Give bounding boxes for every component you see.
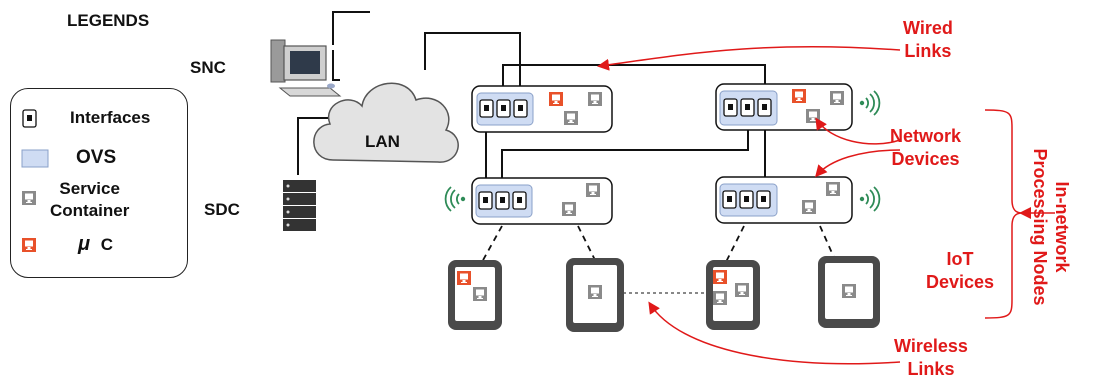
annotation-arrows [597, 45, 1055, 365]
network-device-bottom-left [444, 177, 613, 225]
legend-ovs-label: OVS [76, 147, 117, 168]
wireless-links [481, 225, 837, 263]
network-device-bottom-right [715, 176, 881, 224]
legend-mu-symbol: μ [78, 233, 91, 255]
legend-microcontroller-label: μ C [78, 233, 113, 256]
legend-box [10, 88, 188, 278]
in-network-annotation: In-network Processing Nodes [1030, 148, 1072, 306]
wireless-links-annotation: Wireless Links [894, 336, 968, 379]
wired-links-annotation: Wired Links [903, 18, 953, 61]
network-device-top-left [471, 85, 613, 133]
legend-interfaces-label: Interfaces [70, 108, 151, 127]
network-device-top-right [715, 83, 881, 131]
legend-c-text: C [100, 235, 114, 254]
legend-title: LEGENDS [67, 11, 150, 30]
legend-icons [21, 109, 49, 252]
network-devices-annotation: Network Devices [890, 126, 962, 169]
legend-service-container-label: Service Container [50, 179, 130, 220]
sdc-server-icon [283, 180, 316, 231]
iot-device-1 [448, 260, 502, 330]
lan-cloud-icon [313, 82, 459, 163]
snc-computer-icon [270, 39, 342, 97]
iot-device-2 [566, 258, 624, 332]
wired-links [297, 11, 766, 185]
iot-device-4 [818, 256, 880, 328]
snc-label: SNC [190, 58, 226, 77]
lan-label: LAN [365, 132, 400, 151]
iot-devices-annotation: IoT Devices [926, 249, 995, 292]
iot-device-3 [706, 260, 760, 330]
sdc-label: SDC [204, 200, 240, 219]
